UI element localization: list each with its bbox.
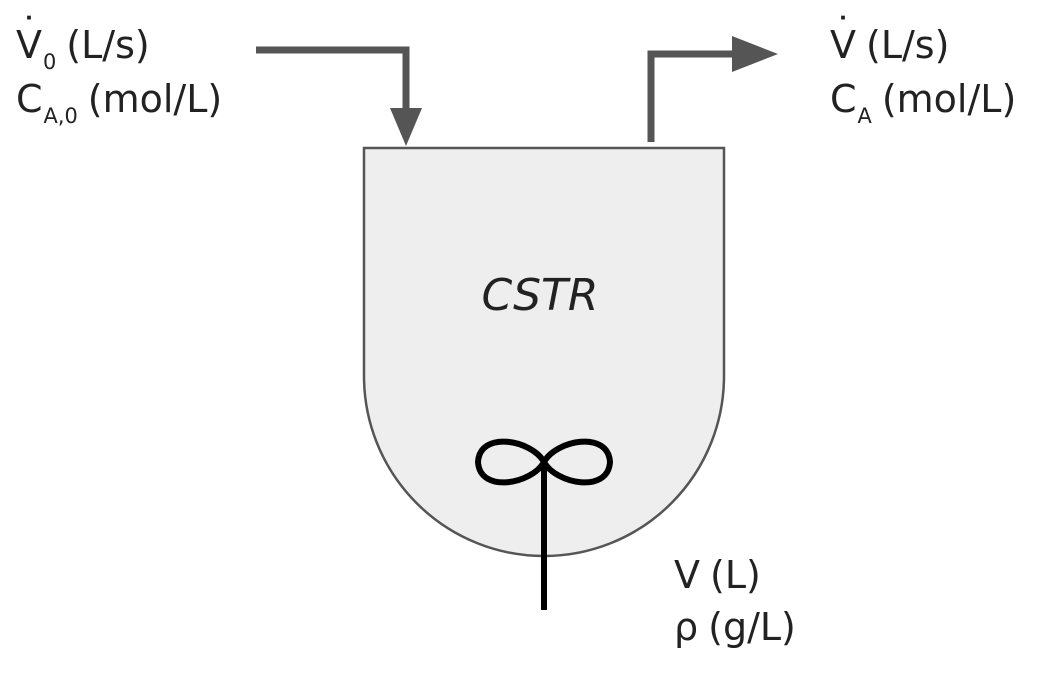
outlet-flow-label: V˙(L/s): [830, 10, 950, 67]
inlet-flow-dot: ˙: [19, 10, 39, 55]
outlet-flow-symbol: V˙: [830, 10, 856, 67]
outlet-concentration-label: CA (mol/L): [830, 80, 1016, 127]
inlet-concentration-label: CA,0 (mol/L): [16, 80, 222, 127]
inlet-conc-unit: (mol/L): [87, 77, 223, 121]
density-label: ρ(g/L): [674, 608, 796, 646]
inlet-flow-unit: (L/s): [66, 23, 150, 67]
outlet-pipe: [647, 50, 738, 142]
reactor-vessel: [362, 146, 726, 558]
outlet-flow-unit: (L/s): [866, 23, 950, 67]
inlet-pipe: [256, 46, 410, 112]
inlet-conc-symbol: C: [16, 77, 43, 121]
stirrer-impeller: [474, 438, 614, 486]
volume-label: V(L): [674, 556, 761, 594]
density-unit: (g/L): [708, 605, 796, 649]
inlet-flow-label: V˙0 (L/s): [16, 10, 150, 75]
inlet-flow-symbol: V˙: [16, 10, 42, 67]
outlet-arrowhead: [732, 36, 778, 72]
outlet-conc-unit: (mol/L): [881, 77, 1017, 121]
volume-symbol: V: [674, 553, 700, 597]
outlet-conc-subscript: A: [857, 104, 872, 129]
volume-unit: (L): [710, 553, 761, 597]
inlet-arrowhead: [390, 108, 422, 146]
outlet-flow-dot: ˙: [833, 10, 853, 55]
inlet-conc-subscript: A,0: [43, 104, 78, 129]
reactor-label: CSTR: [481, 270, 599, 321]
inlet-flow-subscript: 0: [43, 50, 57, 75]
outlet-conc-symbol: C: [830, 77, 857, 121]
density-symbol: ρ: [674, 605, 699, 649]
